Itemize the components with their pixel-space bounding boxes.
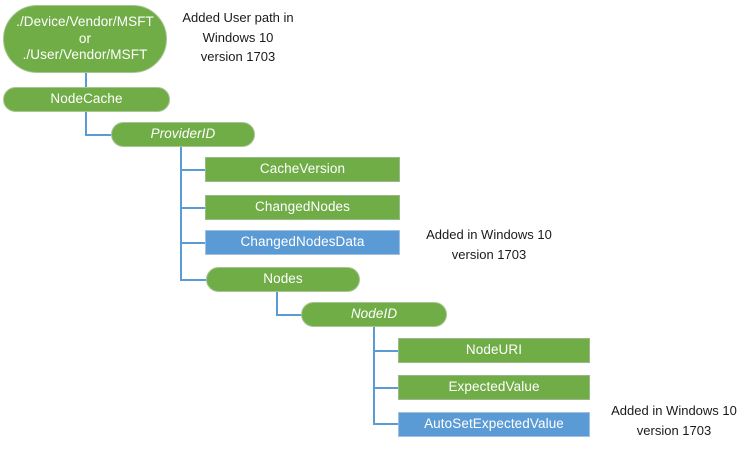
- node-root-path-label: ./Device/Vendor/MSFT or ./User/Vendor/MS…: [16, 13, 154, 63]
- node-autosetexpectedvalue[interactable]: AutoSetExpectedValue: [398, 412, 590, 437]
- connector-nodeid-trunk: [373, 325, 375, 424]
- connector-nodes-trunk: [276, 290, 278, 316]
- node-nodecache[interactable]: NodeCache: [3, 87, 170, 112]
- node-changednodes-label: ChangedNodes: [254, 199, 351, 215]
- node-autosetexpectedvalue-label: AutoSetExpectedValue: [424, 416, 564, 432]
- node-providerid[interactable]: ProviderID: [111, 122, 255, 147]
- connector-providerid-to-changednodes: [180, 207, 206, 209]
- connector-providerid-trunk: [180, 145, 182, 281]
- node-changednodesdata-label: ChangedNodesData: [240, 234, 365, 250]
- note-autosetexpectedvalue-version: Added in Windows 10 version 1703: [611, 403, 737, 438]
- node-cacheversion[interactable]: CacheVersion: [205, 157, 400, 182]
- node-nodes[interactable]: Nodes: [206, 267, 360, 292]
- connector-nodeid-to-expectedvalue: [373, 387, 399, 389]
- node-changednodesdata[interactable]: ChangedNodesData: [205, 230, 400, 255]
- connector-nodes-to-nodeid: [276, 314, 304, 316]
- connector-nodeid-to-nodeuri: [373, 350, 399, 352]
- node-nodeid[interactable]: NodeID: [301, 302, 447, 327]
- node-expectedvalue[interactable]: ExpectedValue: [398, 375, 590, 400]
- node-nodeuri-label: NodeURI: [465, 342, 523, 358]
- node-nodecache-label: NodeCache: [50, 91, 123, 107]
- node-root-path[interactable]: ./Device/Vendor/MSFT or ./User/Vendor/MS…: [3, 5, 167, 73]
- connector-providerid-to-changednodesdata: [180, 242, 206, 244]
- node-nodeid-label: NodeID: [350, 306, 398, 322]
- connector-providerid-to-nodes: [180, 279, 208, 281]
- node-expectedvalue-label: ExpectedValue: [448, 379, 540, 395]
- node-changednodes[interactable]: ChangedNodes: [205, 195, 400, 220]
- node-cacheversion-label: CacheVersion: [259, 161, 346, 177]
- note-changednodesdata-version: Added in Windows 10 version 1703: [426, 227, 552, 262]
- connector-nodeid-to-autosetexpectedvalue: [373, 423, 399, 425]
- connector-nodecache-to-providerid: [85, 134, 113, 136]
- node-providerid-label: ProviderID: [150, 126, 216, 142]
- node-nodes-label: Nodes: [263, 271, 303, 287]
- node-nodeuri[interactable]: NodeURI: [398, 338, 590, 363]
- note-root-version: Added User path in Windows 10 version 17…: [182, 10, 294, 64]
- connector-providerid-to-cacheversion: [180, 169, 206, 171]
- connector-nodecache-trunk: [85, 110, 87, 136]
- connector-root-to-nodecache: [85, 71, 87, 89]
